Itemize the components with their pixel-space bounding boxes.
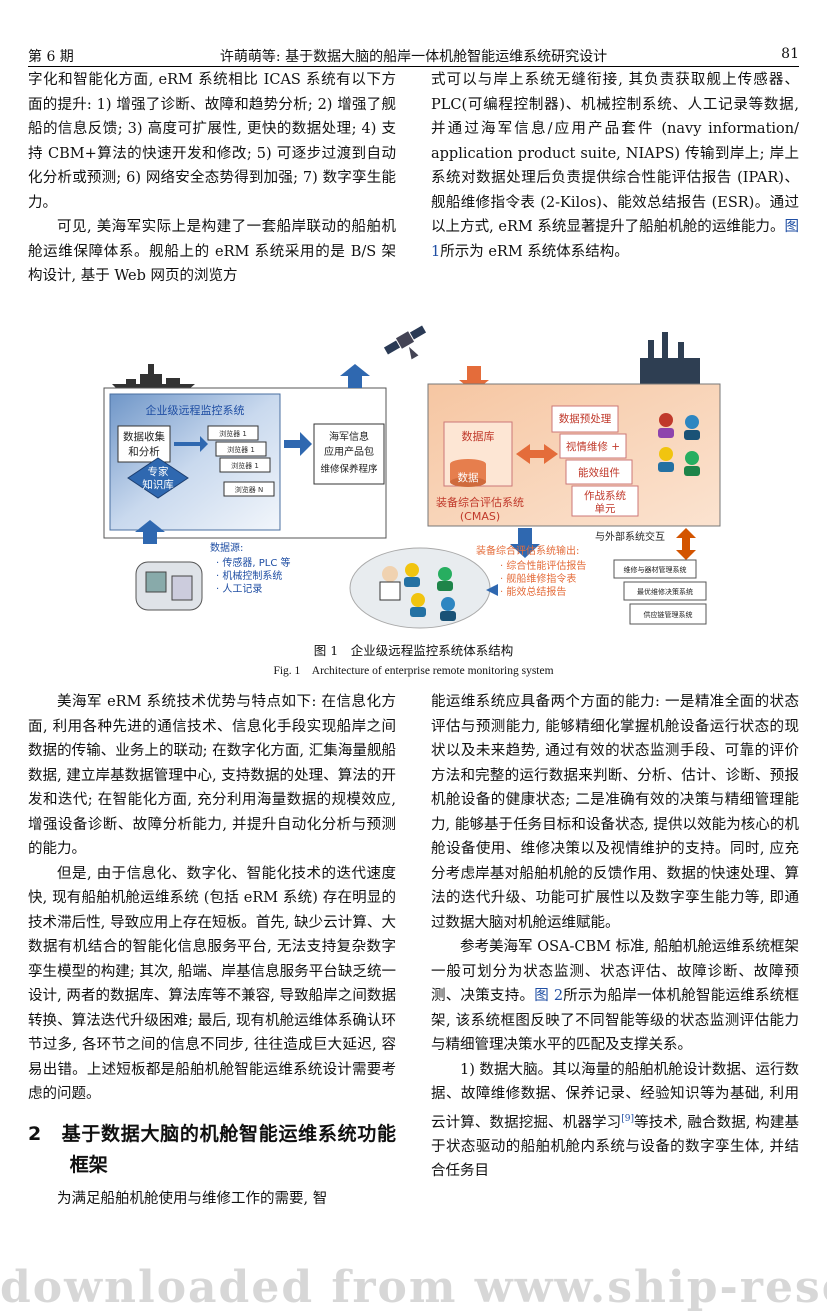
browser-label: 浏览器 N	[235, 485, 263, 494]
ops-label: 单元	[595, 503, 616, 515]
browser-stack: 浏览器 1 浏览器 1 浏览器 1 浏览器 N	[207, 425, 275, 497]
cmas-output-item: · 综合性能评估报告	[500, 559, 586, 572]
browser-label: 浏览器 1	[231, 461, 259, 470]
data-source-item: · 传感器, PLC 等	[216, 556, 290, 569]
navy-label: 海军信息	[329, 430, 369, 443]
paragraph: 但是, 由于信息化、数字化、智能化技术的迭代速度快, 现有船舶机舱运维系统 (包…	[28, 865, 396, 1103]
arrow-icon	[284, 432, 312, 456]
cbm-label: 视情维修 +	[566, 440, 620, 453]
figure-reference-link[interactable]: 图 2	[534, 988, 564, 1004]
issue-number: 第 6 期	[28, 49, 74, 65]
cmas-label: (CMAS)	[460, 510, 500, 523]
paragraph: 为满足船舶机舱使用与维修工作的需要, 智	[57, 1190, 328, 1207]
paragraph: 字化和智能化方面, eRM 系统相比 ICAS 系统有以下方面的提升: 1) 增…	[28, 72, 396, 211]
database-label: 数据库	[462, 429, 495, 443]
enterprise-title: 企业级远程监控系统	[146, 403, 245, 417]
energy-label: 能效组件	[578, 466, 620, 479]
page-number: 81	[781, 46, 799, 62]
external-system-box	[629, 603, 707, 625]
download-watermark: downloaded from www.ship-research.com	[0, 1262, 827, 1313]
arrow-icon	[174, 436, 208, 452]
operator-avatars	[658, 413, 700, 476]
uplink-arrow-icon	[340, 364, 370, 388]
satellite-icon	[383, 325, 427, 360]
expert-label: 知识库	[142, 478, 174, 491]
architecture-diagram: 企业级远程监控系统 数据收集 和分析 专家 知识库 浏览器 1 浏览器 1 浏览…	[103, 325, 721, 629]
navy-label: 应用产品包	[324, 445, 374, 458]
external-system-box	[623, 581, 707, 601]
data-collection-label: 数据收集	[123, 430, 165, 443]
paragraph: 可见, 美海军实际上是构建了一套船岸联动的船舶机舱运维保障体系。舰船上的 eRM…	[28, 219, 396, 284]
section-heading: 2 基于数据大脑的机舱智能运维系统功能框架	[28, 1122, 396, 1176]
paragraph: 美海军 eRM 系统技术优势与特点如下: 在信息化方面, 利用各种先进的通信技术…	[28, 694, 396, 857]
left-column-bottom: 美海军 eRM 系统技术优势与特点如下: 在信息化方面, 利用各种先进的通信技术…	[28, 690, 396, 1211]
right-column-bottom: 能运维系统应具备两个方面的能力: 一是精准全面的状态评估与预测能力, 能够精细化…	[431, 690, 799, 1184]
bidirectional-arrow-icon	[516, 444, 558, 464]
figure-caption-en: Fig. 1 Architecture of enterprise remote…	[273, 665, 554, 677]
paragraph: 参考美海军 OSA-CBM 标准, 船舶机舱运维系统框架一般可划分为状态监测、状…	[431, 939, 800, 1053]
paragraph: 式可以与岸上系统无缝衔接, 其负责获取舰上传感器、PLC(可编程控制器)、机械控…	[431, 72, 799, 260]
preprocess-label: 数据预处理	[559, 412, 612, 425]
external-interaction-label: 与外部系统交互	[595, 530, 665, 543]
browser-label: 浏览器 1	[227, 445, 255, 454]
cmas-output-title: 装备综合评估系统输出:	[476, 544, 579, 557]
cmas-label: 装备综合评估系统	[436, 495, 524, 509]
data-source-item: · 人工记录	[216, 583, 262, 595]
function-module-stack: 数据预处理 视情维修 + 能效组件 作战系统 单元	[551, 405, 639, 517]
browser-label: 浏览器 1	[219, 429, 247, 438]
external-system-box	[613, 559, 697, 579]
expert-knowledge-diamond	[127, 457, 189, 499]
right-column-top: 式可以与岸上系统无缝衔接, 其负责获取舰上传感器、PLC(可编程控制器)、机械控…	[431, 68, 799, 264]
external-system-label: 供应链管理系统	[644, 610, 693, 619]
paragraph: 1) 数据大脑。其以海量的船舶机舱设计数据、运行数据、故障维修数据、保养记录、经…	[431, 1061, 800, 1180]
figure-1: 企业级远程监控系统 数据收集 和分析 专家 知识库 浏览器 1 浏览器 1 浏览…	[100, 318, 740, 634]
data-source-item: · 机械控制系统	[216, 569, 282, 582]
citation-link[interactable]: [9]	[621, 1113, 634, 1124]
paragraph: 能运维系统应具备两个方面的能力: 一是精准全面的状态评估与预测能力, 能够精细化…	[431, 694, 799, 931]
figure-caption-cn: 图 1 企业级远程监控系统体系结构	[313, 643, 514, 658]
running-header: 第 6 期 许萌萌等: 基于数据大脑的船岸一体机舱智能运维系统研究设计 81	[28, 44, 799, 67]
external-system-label: 维修与器材管理系统	[624, 565, 687, 574]
cmas-output-item: · 舰船维修指令表	[500, 572, 576, 585]
warship-icon	[112, 364, 195, 390]
data-sources-title: 数据源:	[210, 541, 243, 554]
external-system-label: 最优维修决策系统	[637, 587, 693, 596]
data-collection-label: 和分析	[128, 445, 160, 458]
data-collection-box	[117, 425, 171, 463]
data-label: 数据	[458, 471, 479, 484]
navy-label: 维修保养程序	[320, 463, 378, 475]
output-arrow-icon	[510, 528, 540, 558]
ops-label: 作战系统	[584, 489, 626, 502]
left-column-top: 字化和智能化方面, eRM 系统相比 ICAS 系统有以下方面的提升: 1) 增…	[28, 68, 396, 289]
running-title: 许萌萌等: 基于数据大脑的船岸一体机舱智能运维系统研究设计	[219, 49, 608, 65]
expert-label: 专家	[148, 465, 169, 478]
figure-reference-link[interactable]: 图 1	[431, 219, 799, 260]
exchange-arrow-icon	[676, 528, 696, 560]
navy-product-suite-box	[313, 423, 385, 485]
cmas-output-item: · 能效总结报告	[500, 585, 566, 598]
uplink-arrow-icon	[135, 520, 165, 544]
shore-facility-icon	[640, 332, 700, 384]
